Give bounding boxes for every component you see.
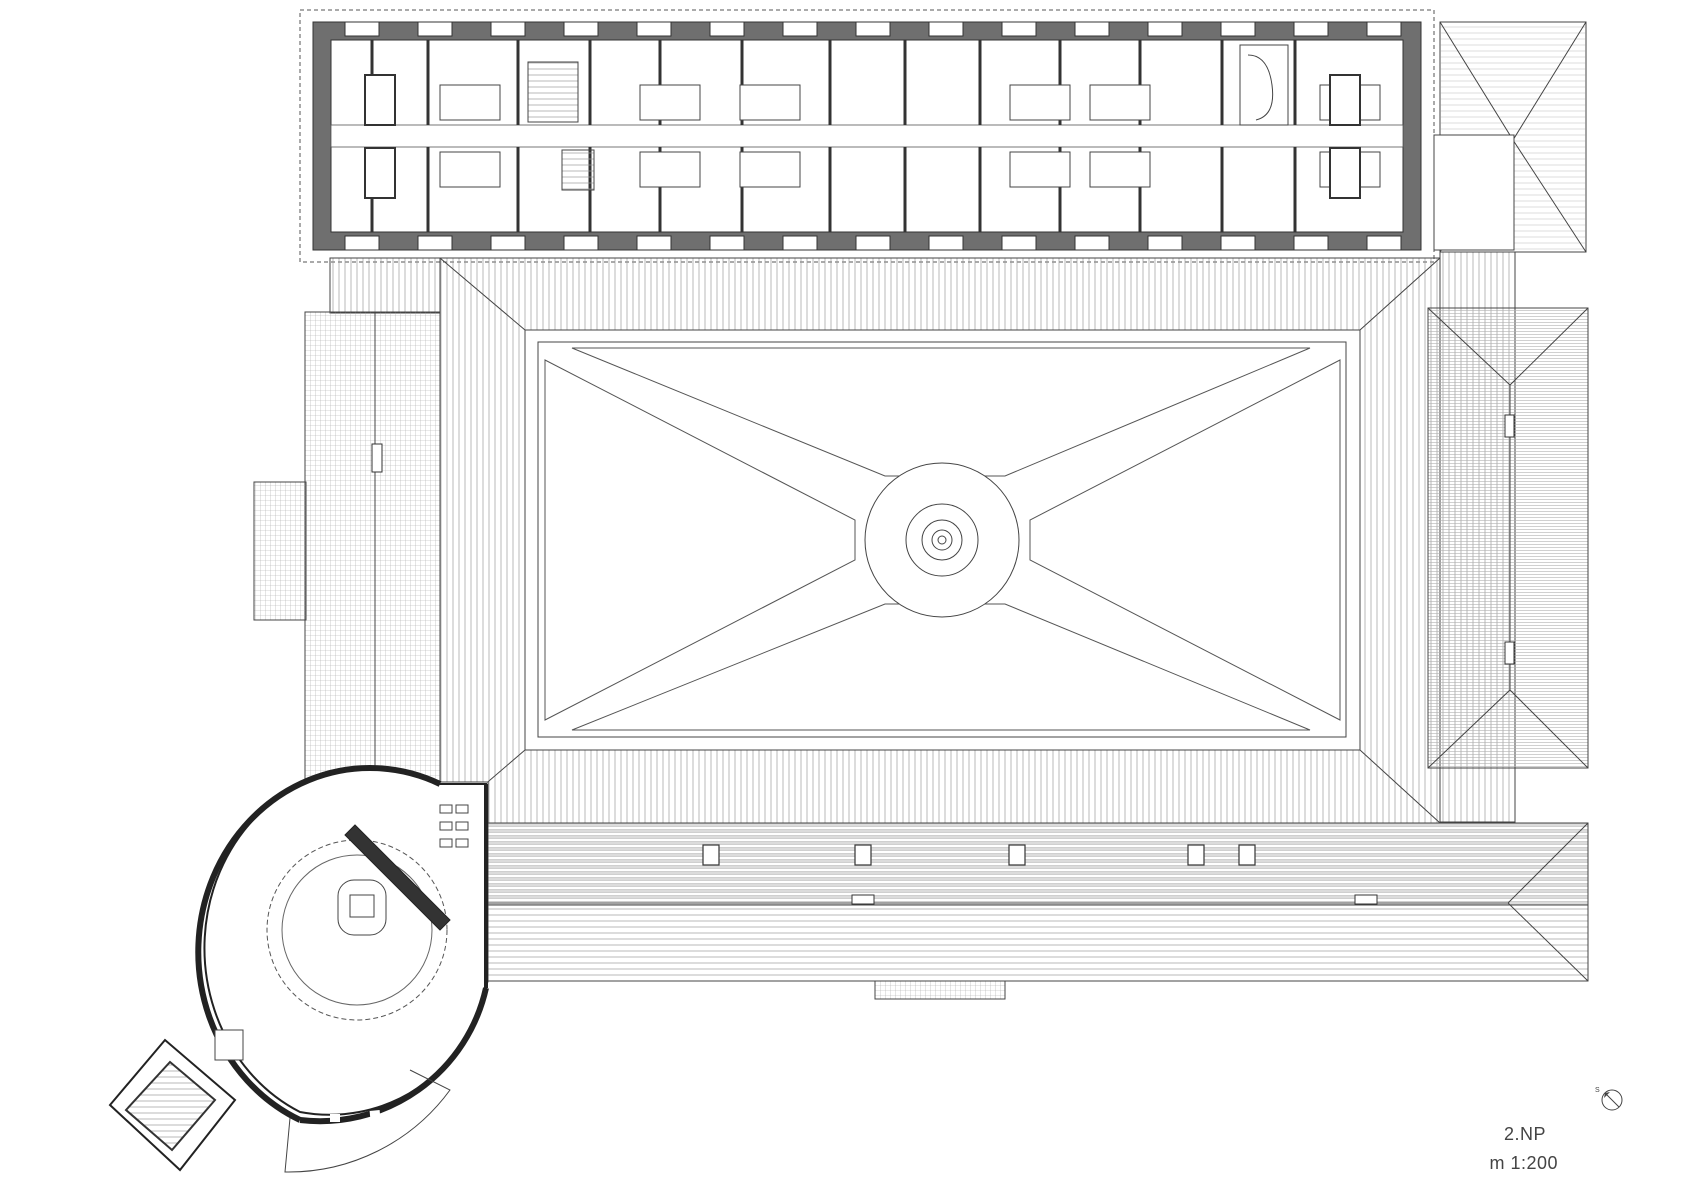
- south-wing-roof: [487, 822, 1589, 1000]
- stair-left: [527, 61, 579, 123]
- round-tower: [108, 765, 489, 1173]
- stair-right: [1239, 44, 1289, 126]
- scale-label: m 1:200: [1489, 1153, 1558, 1173]
- bathroom-fixtures: [364, 74, 1381, 199]
- north-wing: [299, 9, 1435, 263]
- window-niches: [344, 21, 1402, 251]
- north-letter: S: [1595, 1087, 1600, 1094]
- floor-label: 2.NP: [1503, 1124, 1546, 1144]
- lift-left: [561, 149, 595, 191]
- central-courtyard-roof: [439, 257, 1441, 824]
- west-wing-roof: [253, 257, 441, 783]
- north-arrow-icon: [1601, 1089, 1623, 1111]
- east-wing-roof: [1427, 251, 1589, 823]
- roof-skylights: [702, 844, 1378, 905]
- northeast-roof: [1433, 21, 1587, 253]
